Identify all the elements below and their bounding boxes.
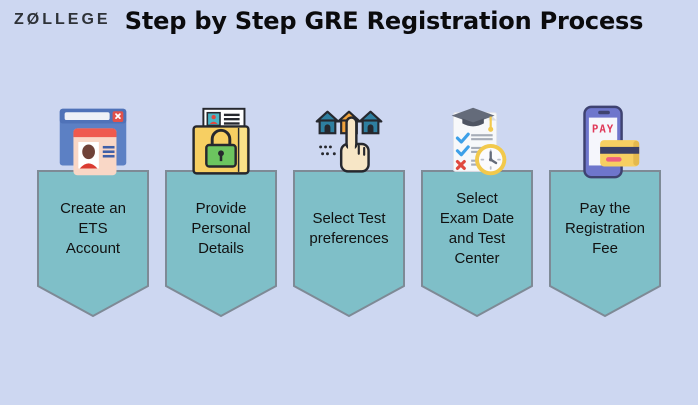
- step-label: Select Test preferences: [309, 210, 389, 247]
- step-banner: Pay the Registration Fee: [549, 170, 661, 318]
- step-provide-personal-details: Provide Personal Details: [165, 100, 277, 318]
- phone-payment-card-icon: PAY: [563, 100, 647, 184]
- step-banner: Provide Personal Details: [165, 170, 277, 318]
- page-title: Step by Step GRE Registration Process: [124, 7, 644, 35]
- step-pay-registration-fee: PAY Pay the Registration Fee: [549, 100, 661, 318]
- gre-registration-infographic: ZØLLEGE Step by Step GRE Registration Pr…: [0, 0, 698, 318]
- checklist-graduation-cap-clock-icon: [432, 100, 522, 184]
- pay-screen-text: PAY: [592, 122, 614, 135]
- step-label: Pay the Registration Fee: [564, 200, 646, 257]
- browser-profile-card-icon: [48, 100, 138, 184]
- step-select-test-preferences: Select Test preferences: [293, 100, 405, 318]
- zollege-logo: ZØLLEGE: [14, 11, 111, 28]
- step-banner: Select Exam Date and Test Center: [421, 170, 533, 318]
- house-options-pointing-hand-icon: [304, 100, 394, 184]
- step-label: Select Exam Date and Test Center: [439, 190, 515, 267]
- step-select-exam-date-test-center: Select Exam Date and Test Center: [421, 100, 533, 318]
- step-create-ets-account: Create an ETS Account: [37, 100, 149, 318]
- header: ZØLLEGE Step by Step GRE Registration Pr…: [0, 0, 698, 56]
- steps-row: Create an ETS Account: [0, 100, 698, 318]
- step-label: Create an ETS Account: [60, 200, 126, 257]
- step-label: Provide Personal Details: [191, 200, 251, 257]
- step-banner: Select Test preferences: [293, 170, 405, 318]
- step-banner: Create an ETS Account: [37, 170, 149, 318]
- locked-folder-document-icon: [176, 100, 266, 184]
